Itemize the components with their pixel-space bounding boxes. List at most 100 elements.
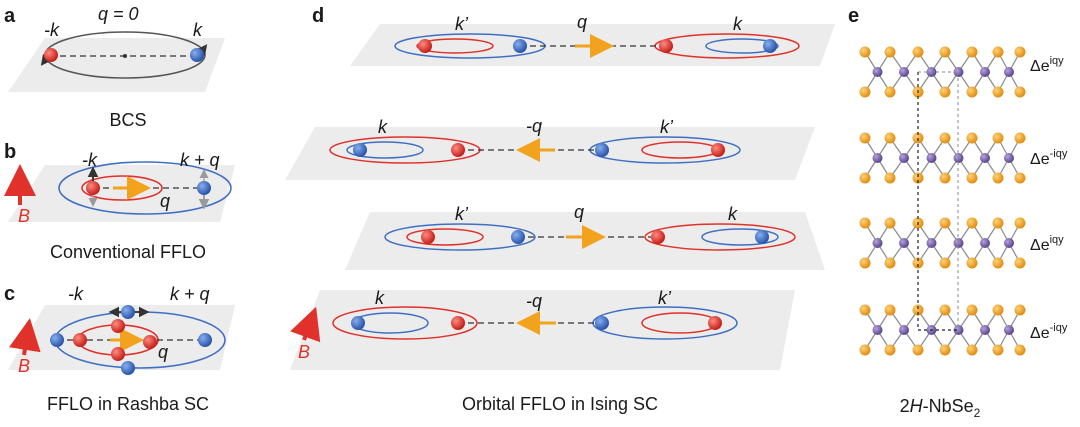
row-plane: [285, 127, 815, 180]
spin-blue: [511, 230, 525, 244]
nb-atom: [926, 238, 937, 248]
spin-red: [708, 316, 722, 330]
label-right: k: [728, 204, 738, 224]
spin-red-left: [73, 333, 87, 347]
panel-a-letter: a: [4, 5, 16, 27]
panel-a: a -k q = 0 k BCS: [4, 4, 225, 130]
spin-red: [711, 143, 725, 157]
spin-blue: [763, 39, 777, 53]
lattice-layer: [859, 132, 1026, 184]
label-B: B: [298, 342, 310, 362]
se-atom: [912, 344, 924, 356]
se-atom: [939, 172, 951, 184]
panel-b: b -k k + q q B Conventional FFLO: [4, 141, 235, 262]
se-atom: [992, 132, 1004, 144]
se-atom: [859, 217, 871, 229]
se-atom: [992, 304, 1004, 316]
se-atom: [912, 172, 924, 184]
label-k-plus-q: k + q: [180, 150, 220, 170]
contour-blue: [705, 38, 779, 54]
spin-blue: [755, 230, 769, 244]
spin-blue-right: [198, 333, 212, 347]
se-atom: [1014, 132, 1026, 144]
se-atom: [939, 86, 951, 98]
se-atom: [912, 257, 924, 269]
spin-blue-left: [50, 333, 64, 347]
se-atom: [884, 304, 896, 316]
nb-atom: [980, 325, 990, 335]
nb-atom: [980, 153, 990, 163]
phase-label-3: Δeiqy: [1030, 234, 1064, 254]
panel-e-caption: 2H-NbSe2: [900, 396, 981, 420]
spin-red-bottom: [111, 347, 125, 361]
spin-blue-top: [108, 305, 150, 319]
field-arrow-d: [290, 306, 321, 343]
lattice-layer: [859, 46, 1026, 98]
label-left: k: [378, 117, 388, 137]
spin-red-top: [111, 319, 125, 333]
se-atom: [1014, 86, 1026, 98]
se-atom: [859, 257, 871, 269]
contour-blue: [346, 141, 424, 159]
label-right: k’: [658, 288, 672, 308]
nb-atom: [953, 325, 964, 335]
row-3: k’ q k: [345, 202, 825, 270]
label-mid: -q: [526, 116, 542, 136]
spin-red: [86, 166, 100, 207]
label-B: B: [18, 356, 30, 376]
label-q: q: [158, 342, 168, 362]
row-plane: [345, 212, 825, 270]
se-atom: [859, 344, 871, 356]
nb-atom: [899, 153, 909, 163]
se-atom: [939, 344, 951, 356]
label-minus-k: -k: [82, 150, 98, 170]
contour-red: [416, 38, 494, 54]
nb-atom: [899, 325, 909, 335]
spin-red: [651, 230, 665, 244]
se-atom: [884, 217, 896, 229]
contour-red: [644, 223, 796, 251]
panel-c-letter: c: [4, 283, 15, 305]
spin-blue: [351, 316, 365, 330]
nbse2-lattice: [859, 46, 1026, 356]
phase-label-2: Δe-iqy: [1030, 148, 1068, 168]
contour-blue: [58, 161, 232, 215]
se-atom: [1014, 257, 1026, 269]
contour-red: [81, 175, 163, 201]
label-k: k: [193, 20, 203, 40]
se-atom: [966, 217, 978, 229]
panel-d-letter: d: [312, 5, 324, 27]
se-atom: [966, 46, 978, 58]
panel-b-letter: b: [4, 141, 16, 163]
label-mid: -q: [526, 291, 542, 311]
label-left: k: [375, 288, 385, 308]
label-left: k’: [455, 204, 469, 224]
nb-atom: [872, 153, 883, 163]
spin-blue: [595, 143, 609, 157]
label-mid: q: [574, 202, 584, 222]
se-atom: [939, 46, 951, 58]
se-atom: [884, 132, 896, 144]
panel-c: c -k k + q q B FFLO in Rashba SC: [4, 283, 235, 414]
spin-blue: [513, 39, 527, 53]
panel-b-caption: Conventional FFLO: [50, 242, 206, 262]
se-atom: [859, 86, 871, 98]
se-atom: [992, 86, 1004, 98]
se-atom: [859, 304, 871, 316]
se-atom: [966, 344, 978, 356]
se-atom: [992, 46, 1004, 58]
spin-blue: [353, 143, 367, 157]
panel-a-caption: BCS: [109, 110, 146, 130]
panel-a-plane: [8, 38, 225, 92]
spin-blue: [190, 44, 208, 62]
label-mid: q: [577, 12, 587, 32]
nb-atom: [899, 67, 909, 77]
panel-c-caption: FFLO in Rashba SC: [47, 394, 209, 414]
spin-red-right: [143, 335, 157, 349]
contour-red: [332, 306, 478, 340]
label-k-plus-q: k + q: [170, 284, 210, 304]
spin-red: [659, 39, 673, 53]
se-atom: [939, 304, 951, 316]
